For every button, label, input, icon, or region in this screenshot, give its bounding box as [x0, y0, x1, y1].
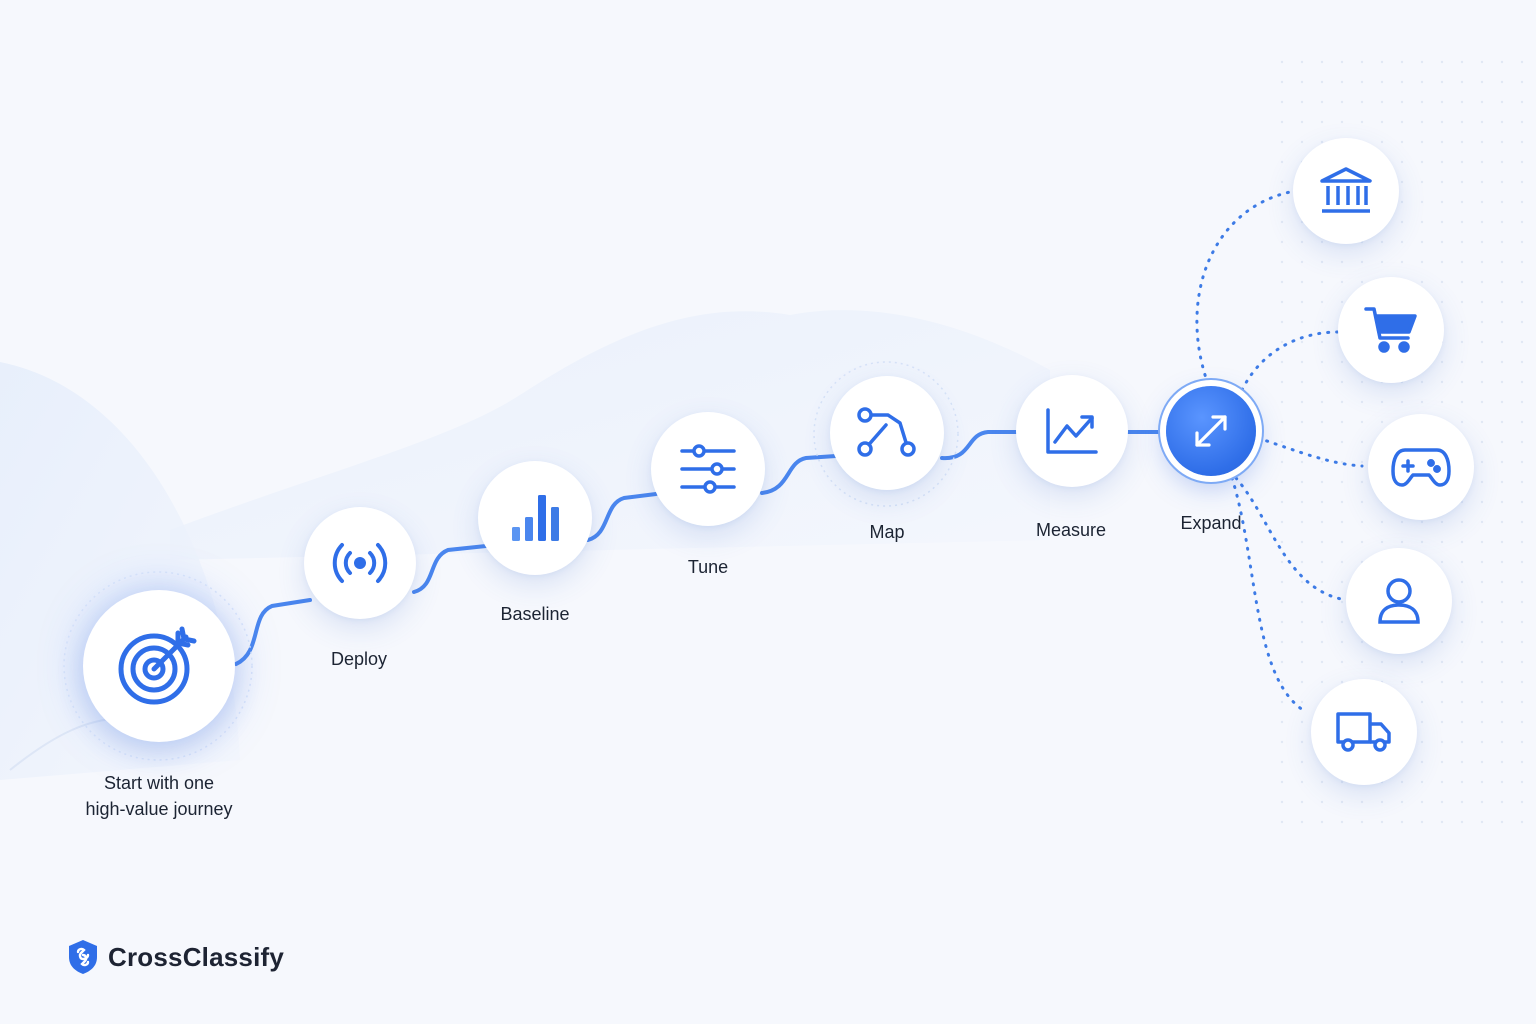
expand-arrows-icon: [1195, 415, 1227, 447]
branch-lines: [1195, 190, 1364, 714]
step-label-start-line2: high-value journey: [85, 799, 233, 819]
journey-path: [234, 430, 1168, 666]
route-icon: [857, 407, 916, 457]
step-label-baseline: Baseline: [500, 604, 570, 624]
step-label-start-line1: Start with one: [103, 773, 215, 793]
shopping-cart-icon: [1364, 307, 1417, 353]
branch-line-truck: [1230, 476, 1308, 714]
gamepad-icon: [1391, 448, 1451, 487]
map-node-halo: [813, 361, 959, 507]
branch-line-user: [1234, 476, 1348, 602]
branch-node-user[interactable]: [1346, 548, 1452, 654]
step-node-expand[interactable]: [1166, 386, 1256, 476]
shield-logo-icon: [69, 940, 97, 974]
step-label-tune: Tune: [687, 557, 729, 577]
brand-name: CrossClassify: [108, 941, 285, 972]
step-node-measure[interactable]: [1016, 375, 1128, 487]
sliders-icon: [680, 444, 736, 494]
delivery-truck-icon: [1336, 712, 1391, 752]
trend-chart-icon: [1046, 408, 1098, 454]
branch-node-truck[interactable]: [1311, 679, 1417, 785]
target-icon: [118, 626, 197, 705]
step-label-measure: Measure: [1035, 520, 1107, 540]
branch-node-cart[interactable]: [1338, 277, 1444, 383]
branch-line-gamepad: [1256, 436, 1364, 468]
branch-node-gamepad[interactable]: [1368, 414, 1474, 520]
branch-line-bank: [1195, 190, 1292, 386]
background-hill-wave: [170, 310, 1050, 560]
user-icon: [1378, 578, 1420, 624]
step-node-start[interactable]: [83, 590, 235, 742]
start-node-halo: [63, 571, 253, 761]
broadcast-icon: [332, 543, 388, 583]
step-node-tune[interactable]: [651, 412, 765, 526]
step-node-map[interactable]: [830, 376, 944, 490]
branch-node-bank[interactable]: [1293, 138, 1399, 244]
brand-logo: CrossClassify: [66, 938, 284, 976]
step-label-start: Start with one high-value journey: [85, 770, 232, 822]
bank-icon: [1320, 167, 1372, 213]
step-node-baseline[interactable]: [478, 461, 592, 575]
step-label-deploy: Deploy: [330, 649, 388, 669]
step-label-map: Map: [869, 522, 905, 542]
bar-chart-icon: [512, 495, 559, 541]
step-label-expand: Expand: [1180, 513, 1242, 533]
step-node-deploy[interactable]: [304, 507, 416, 619]
